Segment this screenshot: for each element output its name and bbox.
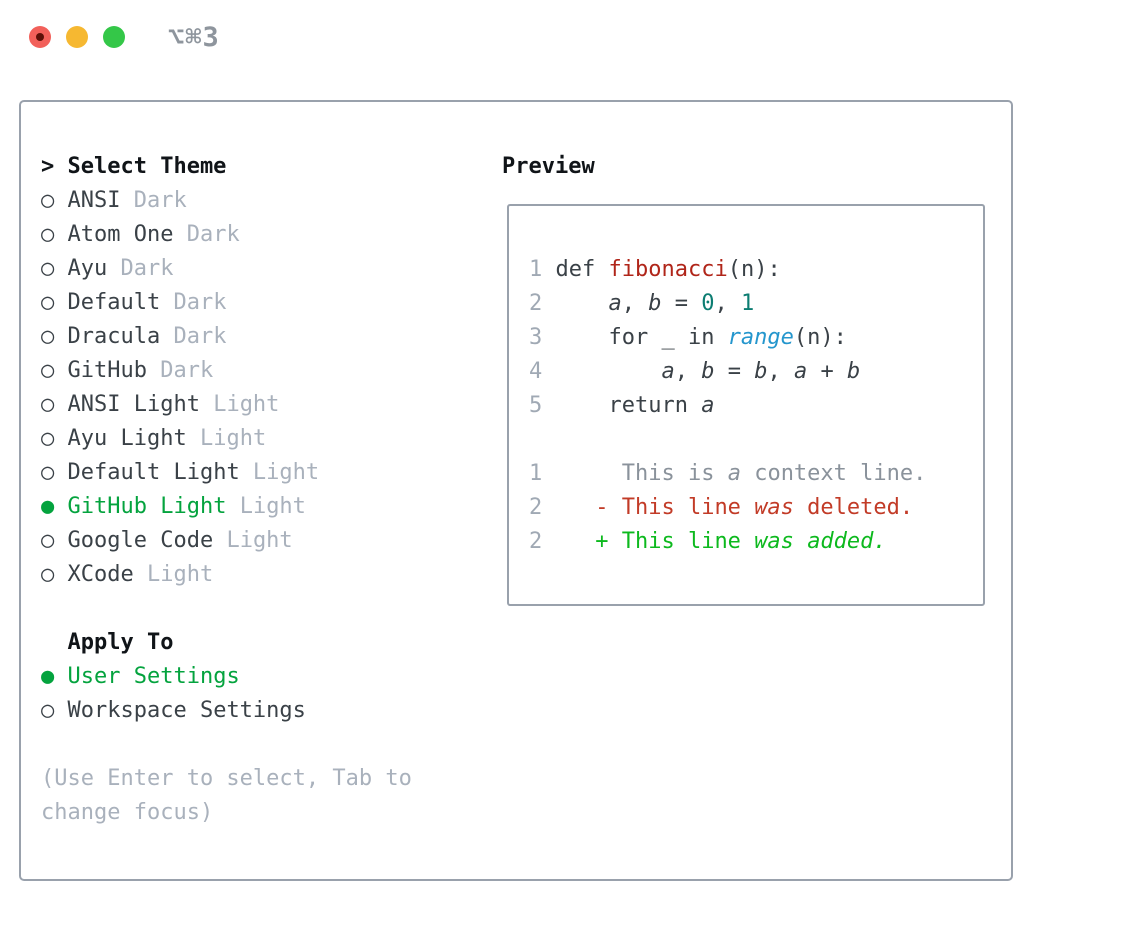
preview-code-box: 1 def fibonacci(n): 2 a, b = 0, 1 3 for _ … [507, 204, 985, 606]
apply-option-user-settings[interactable]: ● User Settings [41, 660, 471, 694]
select-theme-header: > Select Theme [41, 154, 227, 179]
theme-variant-label: Dark [173, 222, 240, 247]
selection-column: > Select Theme ○ ANSI Dark○ Atom One Dar… [41, 150, 471, 830]
apply-to-header: Apply To [41, 630, 174, 655]
radio-selected-icon: ● [41, 494, 68, 519]
theme-list: ○ ANSI Dark○ Atom One Dark○ Ayu Dark○ De… [41, 184, 471, 592]
theme-variant-label: Light [199, 392, 280, 417]
code-line: 1 This is a context line. [529, 461, 927, 486]
option-label: XCode [67, 562, 134, 587]
code-line [529, 423, 967, 457]
apply-to-list: ● User Settings○ Workspace Settings [41, 660, 471, 728]
code-line: 1 def fibonacci(n): [529, 257, 781, 282]
radio-unselected-icon: ○ [41, 392, 68, 417]
theme-option-github-light[interactable]: ● GitHub Light Light [41, 490, 471, 524]
theme-variant-label: Light [239, 460, 320, 485]
window-shortcut-title: ⌥⌘3 [168, 22, 220, 53]
option-label: GitHub [67, 358, 147, 383]
radio-unselected-icon: ○ [41, 222, 68, 247]
code-line: 5 return a [529, 393, 715, 418]
theme-variant-label: Dark [160, 290, 227, 315]
theme-option-default-light[interactable]: ○ Default Light Light [41, 456, 471, 490]
theme-variant-label: Light [213, 528, 293, 553]
theme-variant-label: Dark [146, 358, 214, 383]
code-line: 4 a, b = b, a + b [529, 359, 861, 384]
option-label: User Settings [67, 664, 240, 689]
spacer [41, 592, 471, 626]
theme-option-atom-one[interactable]: ○ Atom One Dark [41, 218, 471, 252]
keyboard-hint: (Use Enter to select, Tab to change focu… [41, 766, 412, 825]
theme-variant-label: Light [186, 426, 267, 451]
theme-option-dracula[interactable]: ○ Dracula Dark [41, 320, 471, 354]
theme-variant-label: Dark [160, 324, 227, 349]
radio-unselected-icon: ○ [41, 290, 68, 315]
theme-option-google-code[interactable]: ○ Google Code Light [41, 524, 471, 558]
code-line: 3 for _ in range(n): [529, 325, 847, 350]
titlebar: ⌥⌘3 [0, 0, 1140, 74]
radio-unselected-icon: ○ [41, 528, 68, 553]
option-label: ANSI Light [67, 392, 200, 417]
preview-title: Preview [502, 154, 595, 179]
theme-option-ayu[interactable]: ○ Ayu Dark [41, 252, 471, 286]
close-button[interactable] [29, 26, 51, 48]
option-label: Ayu [67, 256, 108, 281]
apply-option-workspace-settings[interactable]: ○ Workspace Settings [41, 694, 471, 728]
radio-unselected-icon: ○ [41, 324, 68, 349]
radio-unselected-icon: ○ [41, 358, 68, 383]
theme-variant-label: Dark [107, 256, 174, 281]
radio-unselected-icon: ○ [41, 460, 68, 485]
option-label: GitHub Light [67, 494, 227, 519]
radio-unselected-icon: ○ [41, 256, 68, 281]
option-label: Default Light [67, 460, 240, 485]
option-label: Workspace Settings [67, 698, 306, 723]
option-label: Google Code [67, 528, 214, 553]
option-label: Atom One [67, 222, 174, 247]
preview-column: Preview 1 def fibonacci(n): 2 a, b = 0, 1… [502, 150, 985, 606]
code-line: 2 - This line was deleted. [529, 495, 914, 520]
radio-unselected-icon: ○ [41, 426, 68, 451]
theme-variant-label: Dark [120, 188, 187, 213]
theme-variant-label: Light [133, 562, 214, 587]
theme-variant-label: Light [226, 494, 306, 519]
theme-picker-panel: > Select Theme ○ ANSI Dark○ Atom One Dar… [19, 100, 1013, 881]
theme-option-ansi-light[interactable]: ○ ANSI Light Light [41, 388, 471, 422]
theme-option-ansi[interactable]: ○ ANSI Dark [41, 184, 471, 218]
option-label: ANSI [67, 188, 121, 213]
radio-unselected-icon: ○ [41, 698, 68, 723]
radio-unselected-icon: ○ [41, 562, 68, 587]
theme-option-default[interactable]: ○ Default Dark [41, 286, 471, 320]
code-line: 2 a, b = 0, 1 [529, 291, 755, 316]
code-line: 2 + This line was added. [529, 529, 887, 554]
option-label: Default [67, 290, 161, 315]
theme-option-xcode[interactable]: ○ XCode Light [41, 558, 471, 592]
option-label: Ayu Light [67, 426, 187, 451]
theme-option-ayu-light[interactable]: ○ Ayu Light Light [41, 422, 471, 456]
minimize-button[interactable] [66, 26, 88, 48]
radio-unselected-icon: ○ [41, 188, 68, 213]
option-label: Dracula [67, 324, 161, 349]
radio-selected-icon: ● [41, 664, 68, 689]
zoom-button[interactable] [103, 26, 125, 48]
theme-option-github[interactable]: ○ GitHub Dark [41, 354, 471, 388]
